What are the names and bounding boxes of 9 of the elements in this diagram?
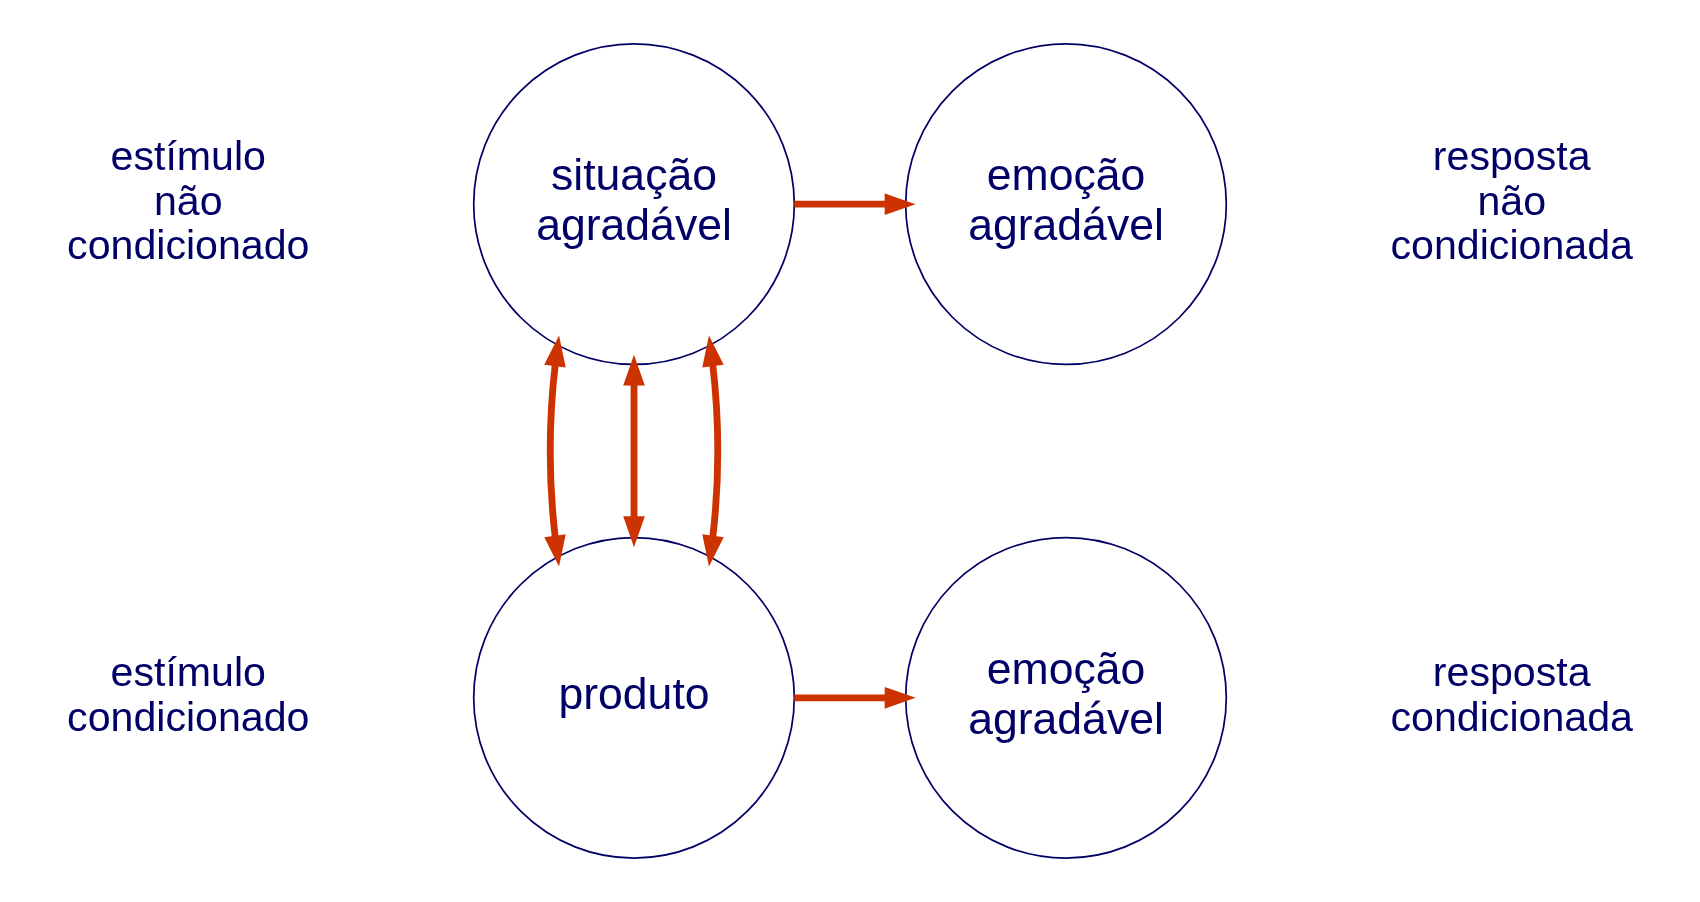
arrow xyxy=(702,335,724,567)
node-circle: emoção agradável xyxy=(904,536,1228,859)
label: resposta condicionada xyxy=(1390,649,1633,740)
node-circle: emoção agradável xyxy=(904,43,1228,366)
arrow xyxy=(623,354,645,548)
label: estímulo não condicionado xyxy=(67,133,310,269)
label: estímulo condicionado xyxy=(67,649,310,740)
arrow xyxy=(544,335,566,567)
label: resposta não condicionada xyxy=(1390,133,1633,269)
